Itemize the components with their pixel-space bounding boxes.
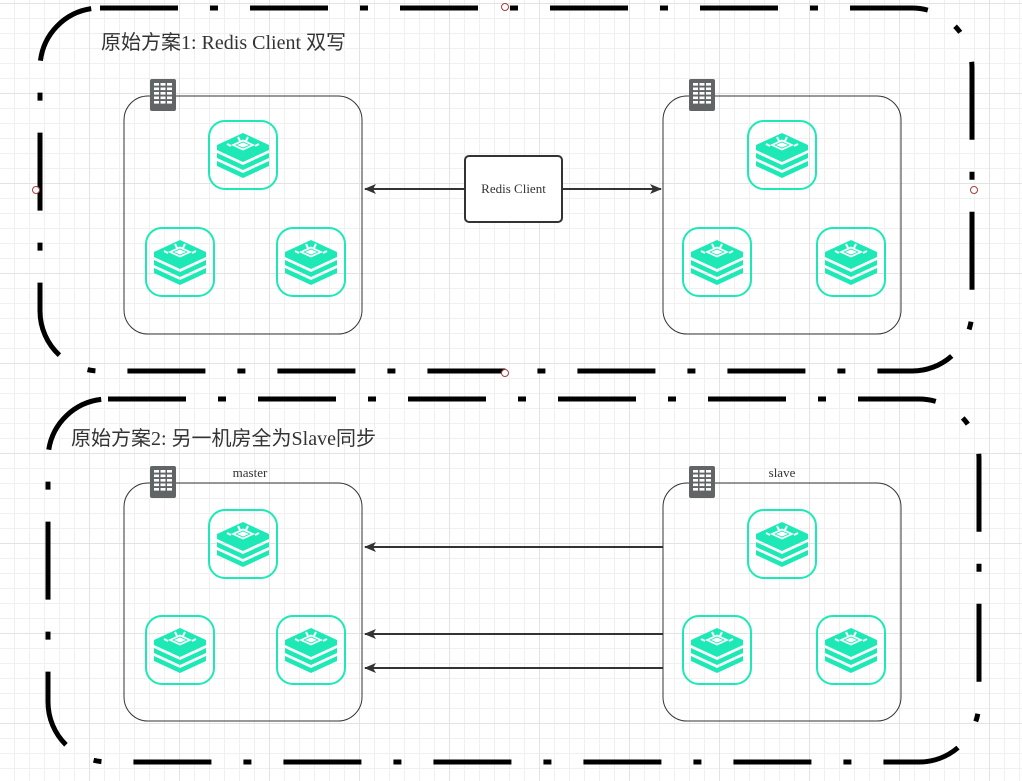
selection-handle-top[interactable] bbox=[501, 3, 509, 11]
selection-handle-bottom[interactable] bbox=[501, 369, 509, 377]
selection-handle-right[interactable] bbox=[970, 186, 978, 194]
redis-icon[interactable] bbox=[276, 615, 346, 685]
room-slave[interactable] bbox=[662, 482, 902, 722]
redis-icon[interactable] bbox=[816, 227, 886, 297]
group-2-title: 原始方案2: 另一机房全为Slave同步 bbox=[71, 428, 376, 450]
redis-client-box[interactable]: Redis Client bbox=[464, 155, 563, 223]
room-right-g1[interactable] bbox=[662, 95, 902, 335]
redis-icon[interactable] bbox=[145, 227, 215, 297]
selection-handle-left[interactable] bbox=[32, 186, 40, 194]
group-2-container[interactable] bbox=[45, 396, 982, 765]
redis-icon[interactable] bbox=[682, 615, 752, 685]
room-left-g1[interactable] bbox=[123, 95, 363, 335]
redis-icon[interactable] bbox=[747, 509, 817, 579]
server-rack-icon bbox=[689, 466, 715, 498]
redis-client-label: Redis Client bbox=[481, 181, 546, 196]
redis-icon[interactable] bbox=[682, 227, 752, 297]
group-1-title: 原始方案1: Redis Client 双写 bbox=[101, 32, 346, 54]
server-rack-icon bbox=[150, 79, 176, 111]
redis-icon[interactable] bbox=[276, 227, 346, 297]
server-rack-icon bbox=[689, 79, 715, 111]
redis-icon[interactable] bbox=[747, 120, 817, 190]
redis-icon[interactable] bbox=[208, 120, 278, 190]
redis-icon[interactable] bbox=[816, 615, 886, 685]
group-1-container[interactable] bbox=[37, 5, 975, 374]
redis-icon[interactable] bbox=[145, 615, 215, 685]
room-master[interactable] bbox=[123, 482, 363, 722]
redis-icon[interactable] bbox=[208, 509, 278, 579]
server-rack-icon bbox=[150, 466, 176, 498]
slave-label: slave bbox=[768, 465, 796, 480]
master-label: master bbox=[232, 465, 268, 480]
